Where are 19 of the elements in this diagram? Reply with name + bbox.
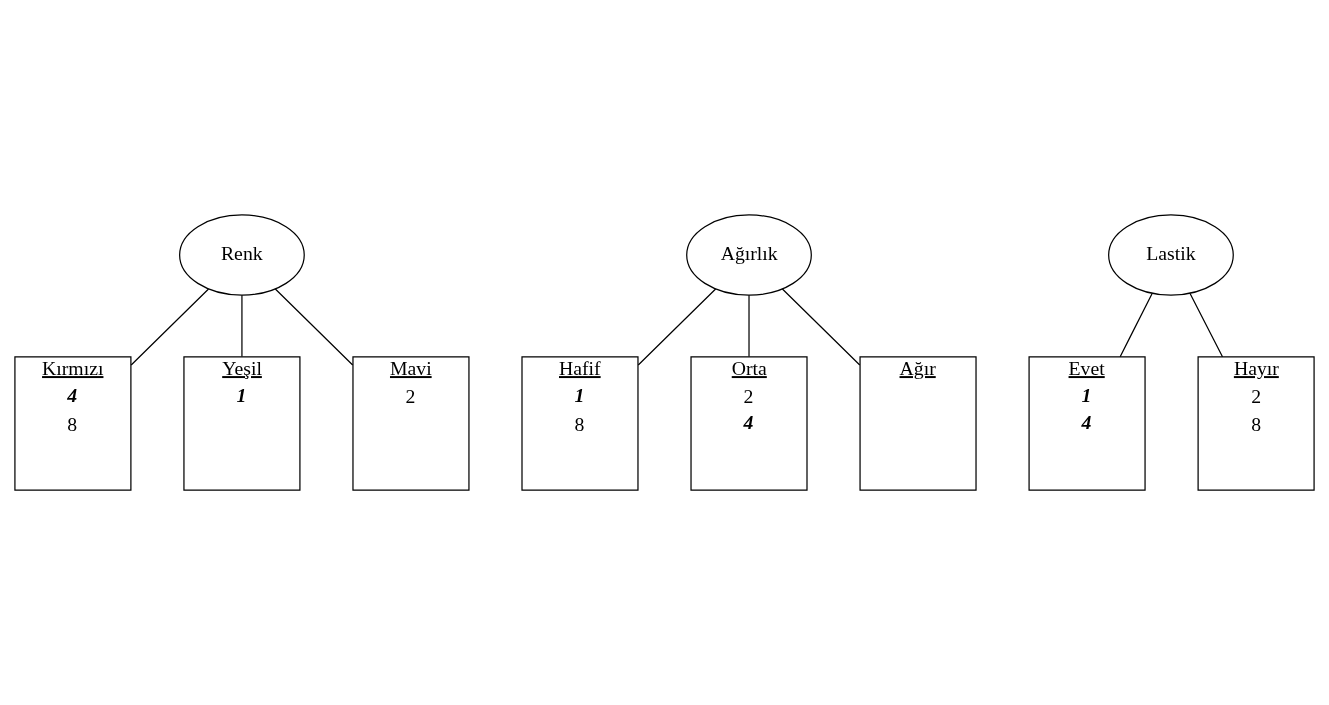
node-box: Evet 1 4 [1028, 356, 1146, 491]
connector [781, 288, 861, 366]
connector [130, 288, 210, 366]
connector [637, 288, 717, 366]
node-box: Yeşil 1 [183, 356, 301, 491]
node-box: Hafif 1 8 [521, 356, 639, 491]
connector [241, 294, 243, 358]
node-box: Orta 2 4 [690, 356, 808, 491]
node-ellipse: Lastik [1108, 214, 1234, 296]
node-box: Ağır [859, 356, 977, 491]
connector [1189, 292, 1224, 358]
node-box: Hayır 2 8 [1197, 356, 1315, 491]
connector [748, 294, 750, 358]
node-box: Mavi 2 [352, 356, 470, 491]
connector [1119, 292, 1153, 358]
node-ellipse: Renk [179, 214, 305, 296]
connector [274, 288, 354, 366]
node-ellipse: Ağırlık [686, 214, 812, 296]
node-box: Kırmızı 4 8 [14, 356, 132, 491]
